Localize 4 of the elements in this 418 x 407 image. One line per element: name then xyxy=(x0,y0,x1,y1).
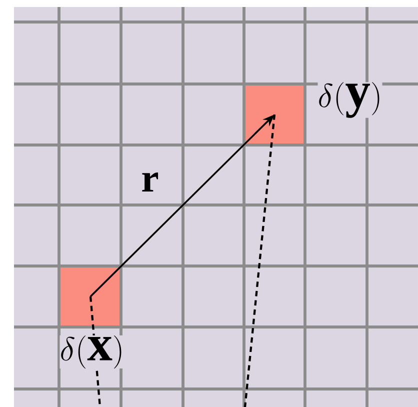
edge-label: $\mathbf{r}$ xyxy=(142,172,158,192)
dashed-line xyxy=(244,114,276,407)
point-label: $\delta(\mathbf{x})$ xyxy=(60,335,124,369)
point-label: $\delta(\mathbf{y})$ xyxy=(318,82,382,118)
